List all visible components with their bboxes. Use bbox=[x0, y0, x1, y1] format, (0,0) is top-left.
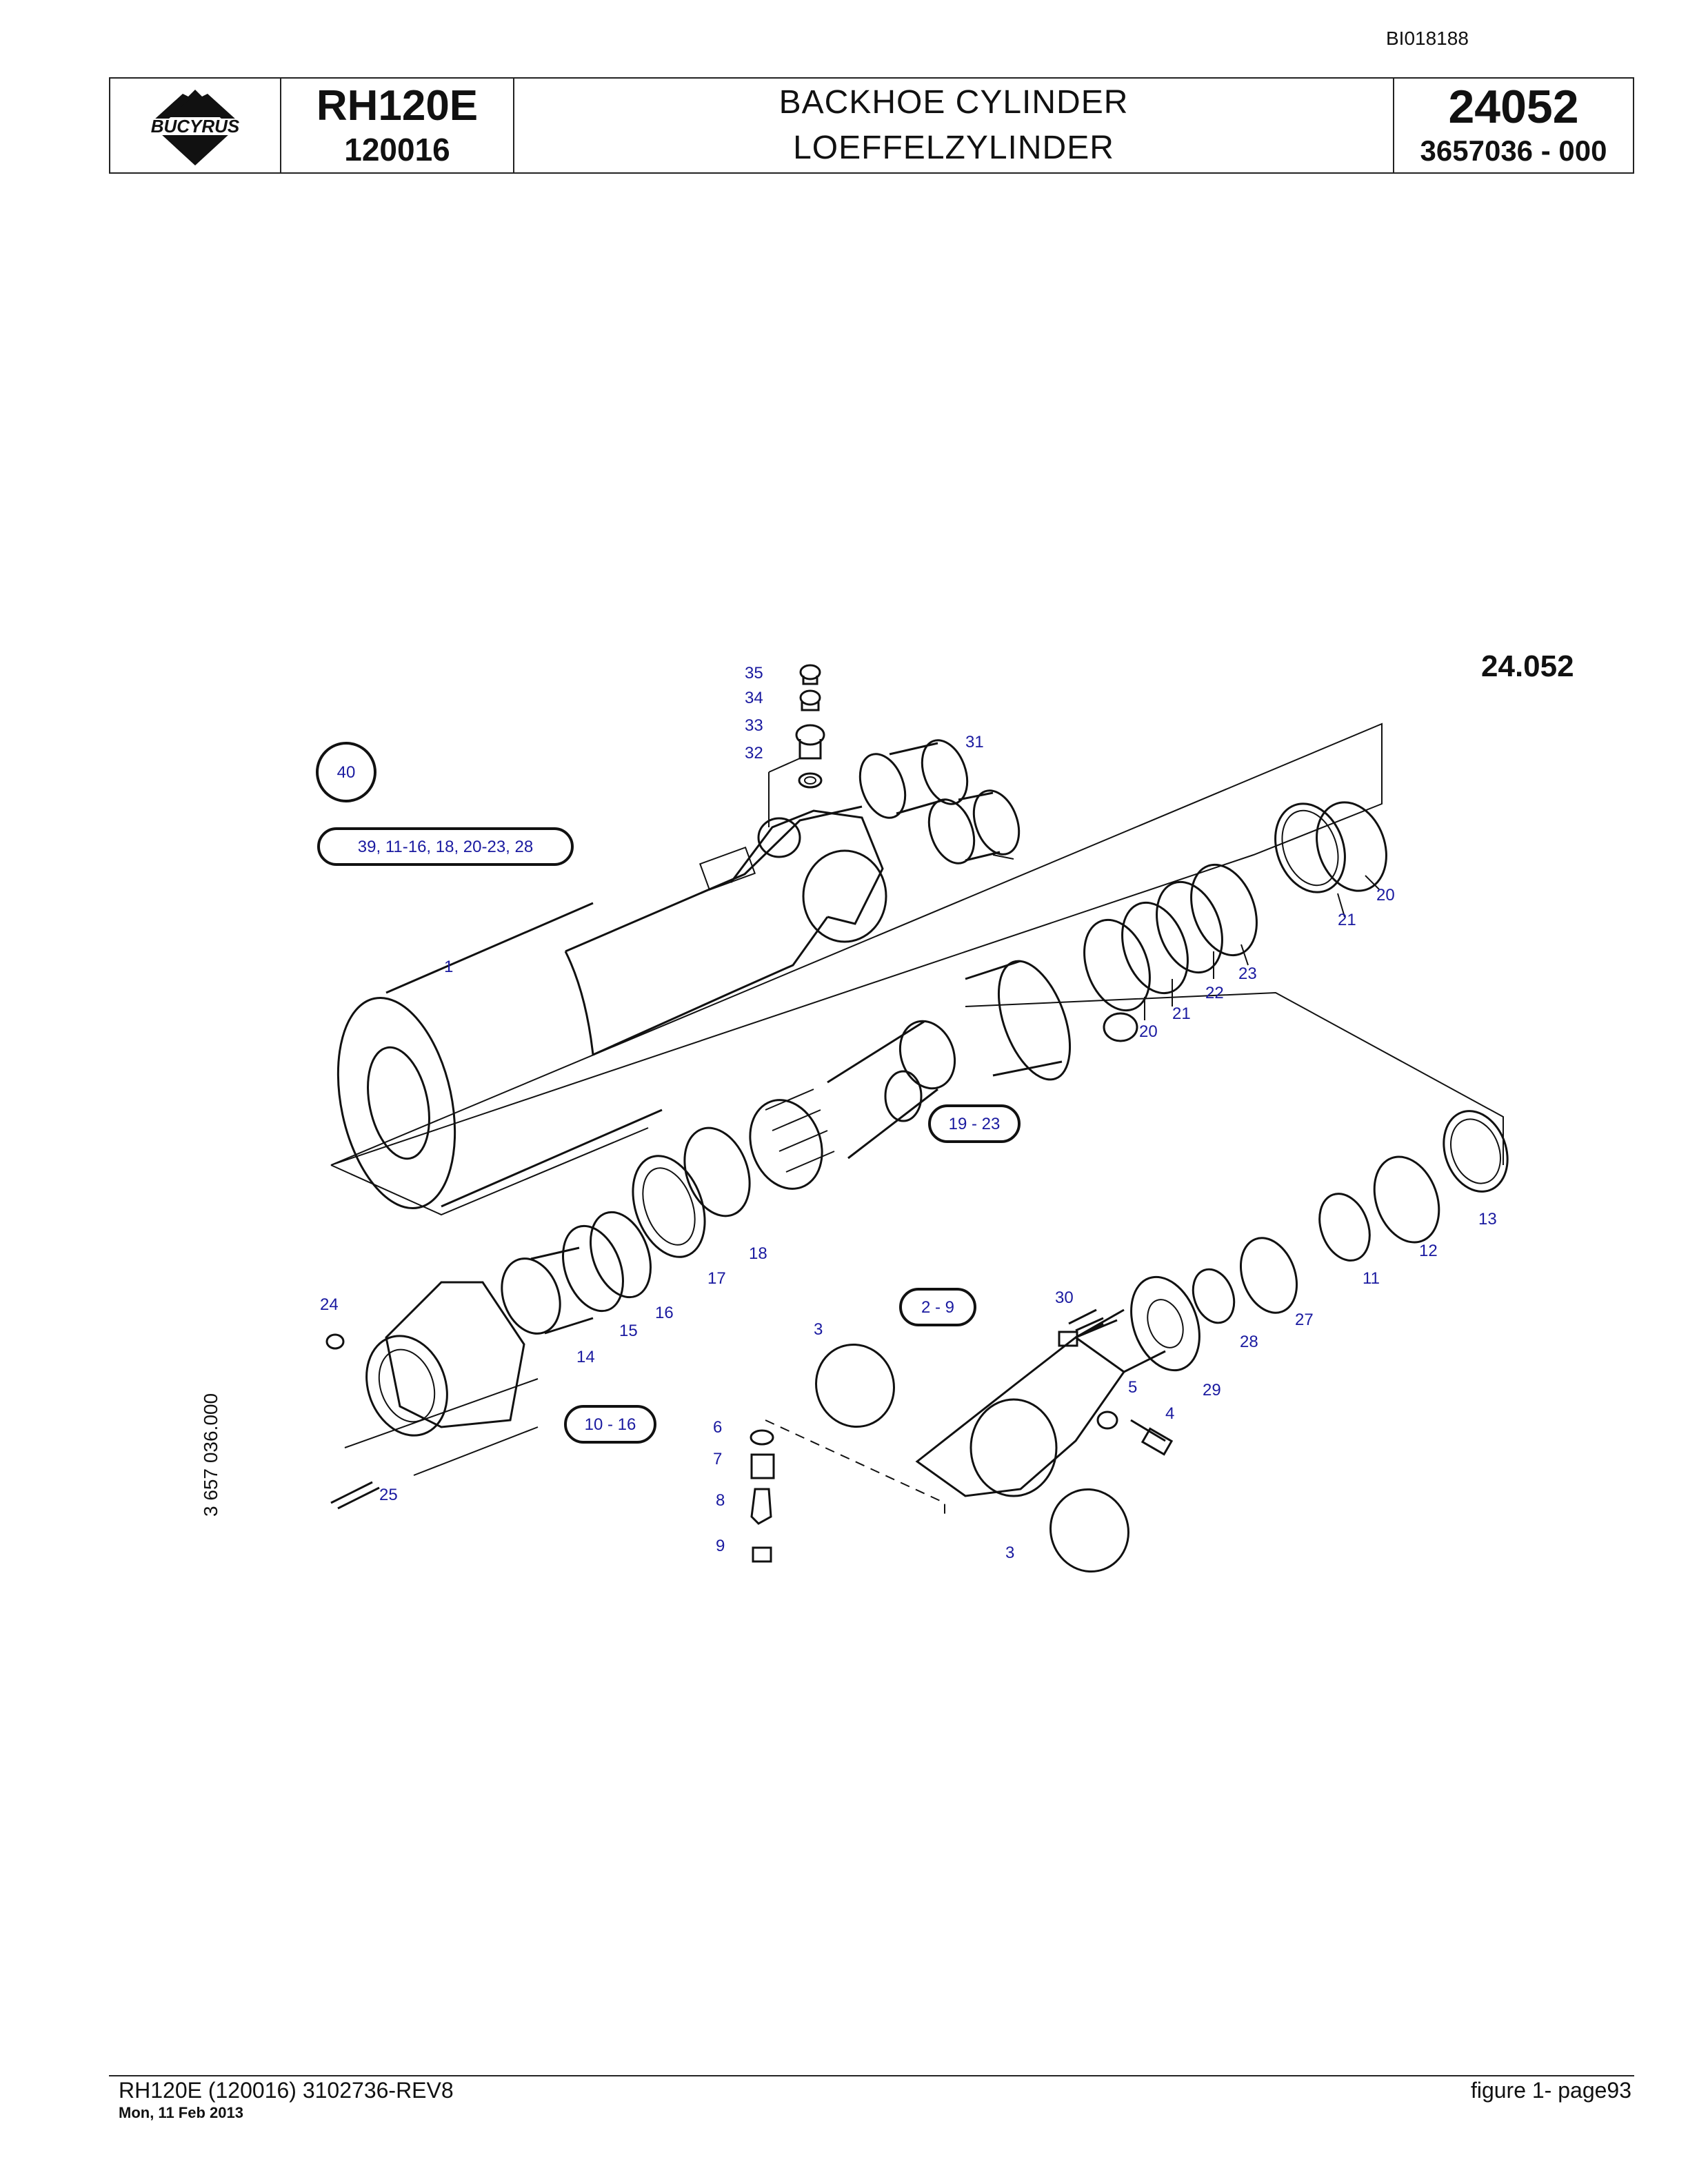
group-2-9: 2 - 9 bbox=[921, 1298, 954, 1317]
group-callouts: 40 39, 11-16, 18, 20-23, 28 19 - 23 2 - … bbox=[316, 742, 1021, 1444]
title-english: BACKHOE CYLINDER bbox=[778, 84, 1129, 121]
model-name: RH120E bbox=[316, 82, 479, 130]
callout-33: 33 bbox=[745, 716, 763, 735]
footer-page-ref: figure 1- page93 bbox=[1470, 2078, 1631, 2103]
callout-6: 6 bbox=[713, 1418, 722, 1437]
callout-13: 13 bbox=[1478, 1210, 1497, 1228]
group-10-16: 10 - 16 bbox=[585, 1415, 636, 1434]
callout-8: 8 bbox=[716, 1491, 725, 1510]
cylinder-barrel bbox=[330, 722, 1383, 1216]
callout-11: 11 bbox=[1363, 1269, 1380, 1288]
callout-28: 28 bbox=[1240, 1333, 1258, 1351]
callout-5: 5 bbox=[1128, 1378, 1137, 1397]
callout-12: 12 bbox=[1419, 1242, 1438, 1260]
group-19-23: 19 - 23 bbox=[949, 1115, 1001, 1133]
vent-fitting-stack bbox=[795, 664, 825, 789]
bucyrus-logo: BUCYRUS bbox=[130, 90, 260, 165]
callout-14: 14 bbox=[576, 1348, 595, 1366]
rod-eye bbox=[765, 1275, 1200, 1573]
callout-24: 24 bbox=[320, 1295, 339, 1314]
callout-21a: 21 bbox=[1172, 1004, 1191, 1023]
bushing-pair bbox=[858, 739, 1021, 865]
logo-wordmark: BUCYRUS bbox=[151, 116, 240, 136]
callout-20b: 20 bbox=[1376, 886, 1395, 904]
title-cell: BACKHOE CYLINDER LOEFFELZYLINDER bbox=[514, 79, 1394, 172]
cylinder-gland bbox=[325, 1281, 539, 1510]
logo-cell: BUCYRUS bbox=[110, 79, 281, 172]
group-40: 40 bbox=[337, 763, 356, 782]
gland-seals bbox=[501, 1126, 751, 1335]
callout-30: 30 bbox=[1055, 1288, 1074, 1307]
callout-23: 23 bbox=[1238, 964, 1257, 983]
callout-1: 1 bbox=[444, 958, 453, 976]
callout-21b: 21 bbox=[1338, 911, 1356, 929]
callout-15: 15 bbox=[619, 1322, 638, 1340]
section-number: 24.052 bbox=[1481, 649, 1574, 683]
footer-rule bbox=[109, 2075, 1634, 2076]
document-id: BI018188 bbox=[1386, 28, 1469, 49]
callout-27: 27 bbox=[1295, 1311, 1314, 1329]
callout-25: 25 bbox=[379, 1486, 398, 1504]
group-main-assembly: 39, 11-16, 18, 20-23, 28 bbox=[358, 838, 533, 856]
callout-18: 18 bbox=[749, 1244, 767, 1263]
figure-number: 24052 bbox=[1448, 81, 1579, 133]
number-cell: 24052 3657036 - 000 bbox=[1394, 79, 1633, 172]
callout-labels: 1 3 3 4 5 6 7 8 9 11 12 13 14 15 16 17 1… bbox=[320, 664, 1497, 1562]
rod-seal-rings bbox=[965, 991, 1509, 1324]
callout-4: 4 bbox=[1165, 1404, 1174, 1423]
callout-16: 16 bbox=[655, 1304, 674, 1322]
piston-rod bbox=[749, 960, 1072, 1190]
piston-seal-rings bbox=[1083, 801, 1387, 1042]
callout-3a: 3 bbox=[814, 1320, 823, 1339]
callout-9: 9 bbox=[716, 1537, 725, 1555]
serial-number: 120016 bbox=[344, 132, 450, 168]
callout-17: 17 bbox=[707, 1269, 726, 1288]
callout-35: 35 bbox=[745, 664, 763, 682]
footer-date: Mon, 11 Feb 2013 bbox=[119, 2104, 243, 2121]
callout-32: 32 bbox=[745, 744, 763, 762]
part-number: 3657036 - 000 bbox=[1420, 134, 1607, 167]
callout-20a: 20 bbox=[1139, 1022, 1158, 1041]
title-german: LOEFFELZYLINDER bbox=[793, 130, 1114, 166]
callout-31: 31 bbox=[965, 733, 984, 751]
title-block: BUCYRUS RH120E 120016 BACKHOE CYLINDER L… bbox=[109, 77, 1634, 174]
callout-29: 29 bbox=[1203, 1381, 1221, 1399]
callout-22: 22 bbox=[1205, 984, 1224, 1002]
model-cell: RH120E 120016 bbox=[281, 79, 514, 172]
small-parts bbox=[750, 1308, 1174, 1563]
footer-document-ref: RH120E (120016) 3102736-REV8 bbox=[119, 2078, 454, 2103]
callout-7: 7 bbox=[713, 1450, 722, 1468]
callout-3b: 3 bbox=[1005, 1544, 1014, 1562]
callout-34: 34 bbox=[745, 689, 763, 707]
